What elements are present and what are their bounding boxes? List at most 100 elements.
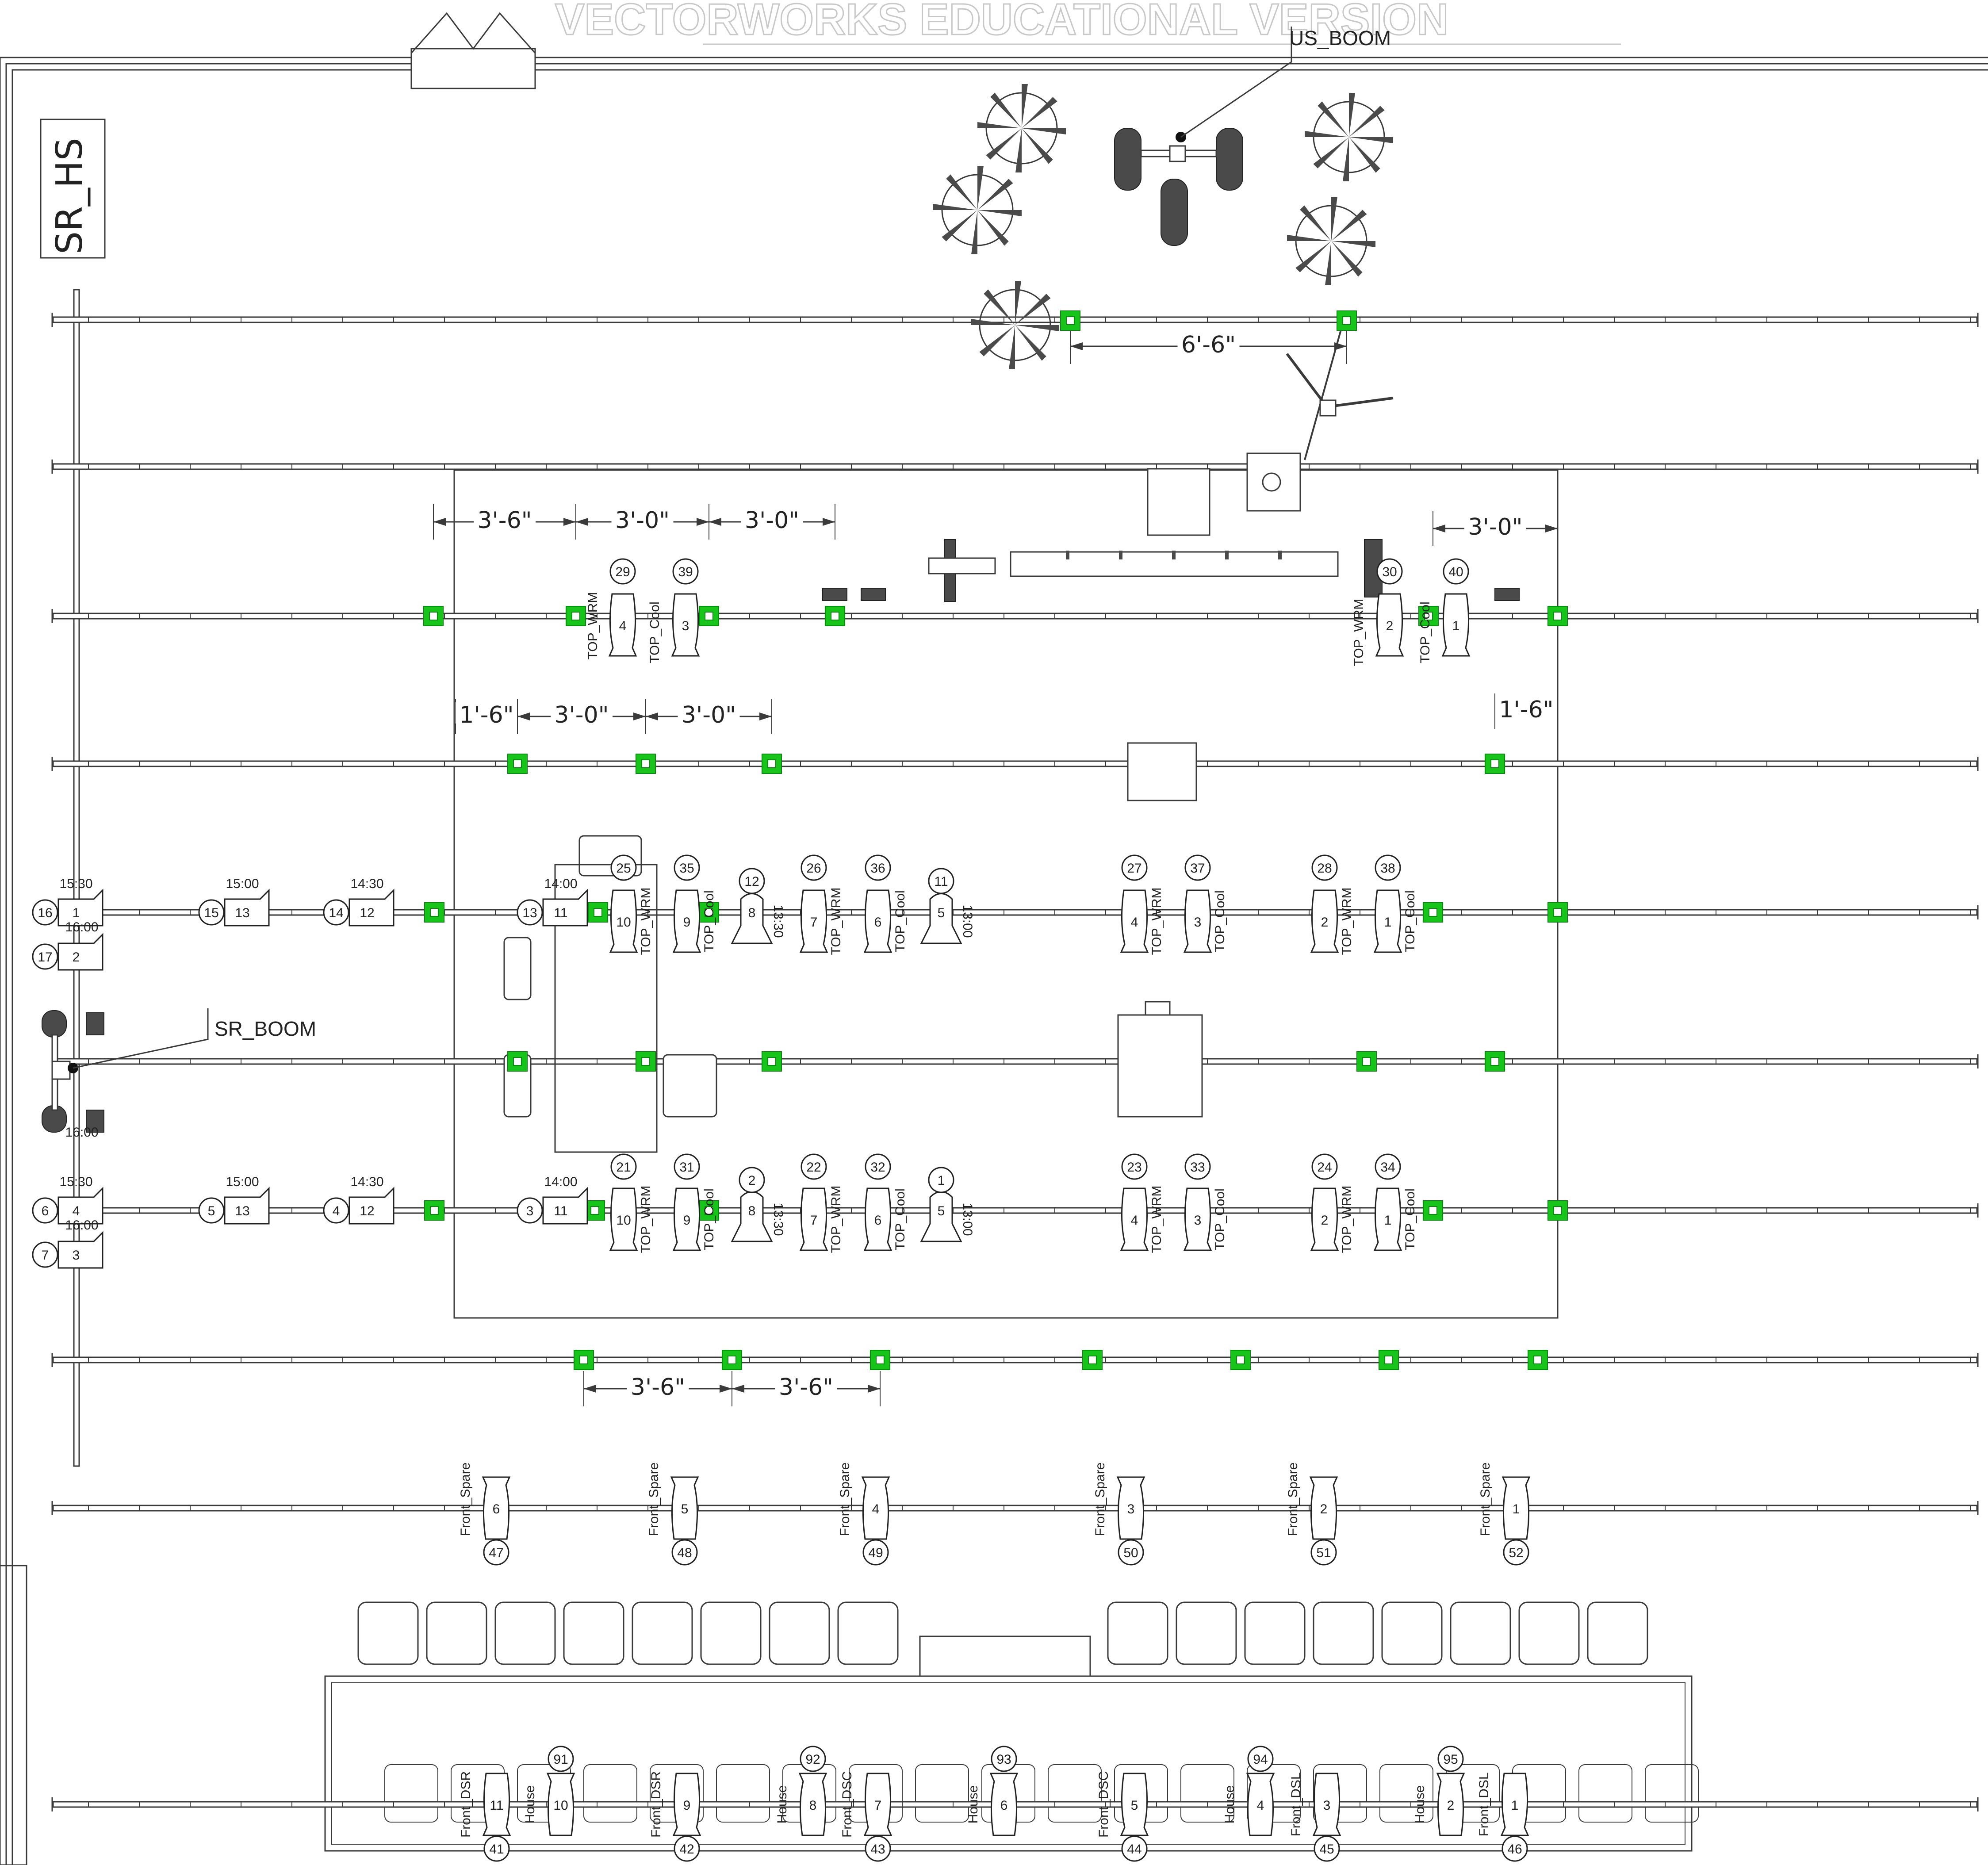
ellipsoidal-body xyxy=(672,889,701,953)
fan-blade xyxy=(942,210,977,241)
channel-ring xyxy=(1437,1746,1464,1772)
dimension: 3'-6" xyxy=(433,504,576,540)
clamp-core xyxy=(1236,1356,1245,1364)
dim-label: 3'-0" xyxy=(682,702,736,728)
dim-arrow xyxy=(732,1385,744,1393)
audience-seat xyxy=(1244,1601,1306,1665)
unit-number: 3 xyxy=(682,619,689,633)
dim-arrow xyxy=(563,518,576,526)
dim-arrow xyxy=(646,712,658,720)
fresnel-fixture: 5 xyxy=(920,1191,962,1242)
pipe-clamp xyxy=(636,1051,656,1072)
channel-circle: 4 xyxy=(323,1197,349,1224)
audience-seat xyxy=(1578,1764,1632,1823)
channel-ring xyxy=(198,1197,225,1224)
clamp-core xyxy=(728,1356,736,1364)
channel-circle: 94 xyxy=(1247,1746,1274,1772)
channel-ring xyxy=(517,1197,543,1224)
pipe-clamp xyxy=(699,902,719,923)
channel-number: 51 xyxy=(1316,1546,1331,1560)
dim-label: 1'-6" xyxy=(459,702,513,728)
fan-blade xyxy=(971,319,1015,325)
ellipsoidal-fixture: 1 xyxy=(1441,593,1471,657)
ellipsoidal-body xyxy=(863,1773,892,1836)
dimension: 3'-0" xyxy=(575,504,709,540)
clamp-core xyxy=(705,908,713,917)
rail-lamp xyxy=(1172,551,1176,559)
ellipsoidal-fixture: 3 xyxy=(1312,1773,1341,1836)
boom-head xyxy=(86,1110,104,1133)
pipe-clamp xyxy=(588,902,608,923)
unit-number: 9 xyxy=(683,1798,691,1813)
channel-number: 4 xyxy=(333,1204,340,1218)
dim-arrow xyxy=(1433,525,1445,532)
unit-number: 2 xyxy=(1321,1213,1329,1228)
channel-ring xyxy=(1375,1153,1401,1180)
boom-par-fixture: 1 xyxy=(57,888,103,927)
audience-seat xyxy=(494,1601,556,1665)
fan-fixture xyxy=(1287,197,1375,285)
channel-number: 41 xyxy=(489,1842,504,1857)
channel-number: 40 xyxy=(1448,565,1463,579)
title-block-label: SR_HS xyxy=(49,138,91,254)
channel-ring xyxy=(1311,854,1338,881)
ellipsoidal-body xyxy=(608,593,637,657)
pipe-clamp xyxy=(722,1350,742,1370)
rail-lamp xyxy=(1278,551,1282,559)
dim-label-bg xyxy=(456,702,517,724)
channel-number: 25 xyxy=(616,861,631,876)
channel-circle: 95 xyxy=(1437,1746,1464,1772)
set-box xyxy=(1117,1014,1203,1118)
audience-seat xyxy=(357,1601,419,1665)
channel-number: 33 xyxy=(1190,1160,1205,1175)
audience-seat xyxy=(1180,1764,1234,1823)
channel-number: 30 xyxy=(1382,565,1397,579)
fan-blade xyxy=(984,289,1015,325)
clamp-core xyxy=(876,1356,885,1364)
boom-head xyxy=(1114,128,1141,191)
clamp-core xyxy=(1490,759,1499,768)
time-label: 14:00 xyxy=(544,877,577,891)
pipe-clamp xyxy=(424,902,444,923)
channel-ring xyxy=(1184,1153,1211,1180)
channel-number: 46 xyxy=(1507,1842,1522,1857)
pipe-bar xyxy=(52,613,1978,620)
channel-ring xyxy=(991,1746,1017,1772)
channel-circle: 48 xyxy=(671,1539,698,1566)
rail-bracket xyxy=(928,557,996,574)
clamp-core xyxy=(430,908,439,917)
channel-circle: 21 xyxy=(610,1153,637,1180)
dim-arrow xyxy=(1070,342,1083,350)
channel-number: 49 xyxy=(868,1546,883,1560)
dim-arrow xyxy=(517,712,530,720)
ellipsoidal-fixture: 7 xyxy=(863,1773,892,1836)
clamp-core xyxy=(767,1057,776,1066)
audience-seat xyxy=(1518,1601,1580,1665)
pipe-clamp xyxy=(1485,1051,1505,1072)
time-label: 15:00 xyxy=(226,1175,259,1189)
audience-seat xyxy=(583,1764,637,1823)
purpose-label: TOP_WRM xyxy=(1340,888,1354,955)
channel-number: 6 xyxy=(42,1204,49,1218)
channel-circle: 42 xyxy=(674,1835,700,1862)
clamp-core xyxy=(1533,1356,1542,1364)
purpose-label: Front_DSL xyxy=(1289,1772,1303,1836)
purpose-label: House xyxy=(966,1785,981,1824)
channel-circle: 38 xyxy=(1375,854,1401,881)
electric-2 xyxy=(51,460,1979,474)
ellipsoidal-body xyxy=(1373,1187,1402,1251)
title-block: SR_HS xyxy=(40,119,106,259)
ellipsoidal-fixture: 9 xyxy=(672,1773,701,1836)
fan-blade xyxy=(1313,137,1349,169)
channel-circle: 5 xyxy=(198,1197,225,1224)
ellipsoidal-body xyxy=(1183,889,1212,953)
time-label: 15:00 xyxy=(226,877,259,891)
boom-head xyxy=(86,1012,104,1035)
audience-seat xyxy=(1247,1764,1301,1823)
electrics-pipes xyxy=(51,313,1979,1811)
fan-blade xyxy=(979,325,1015,356)
purpose-label: TOP_WRM xyxy=(1340,1186,1354,1253)
ellipsoidal-body xyxy=(1436,1773,1465,1836)
